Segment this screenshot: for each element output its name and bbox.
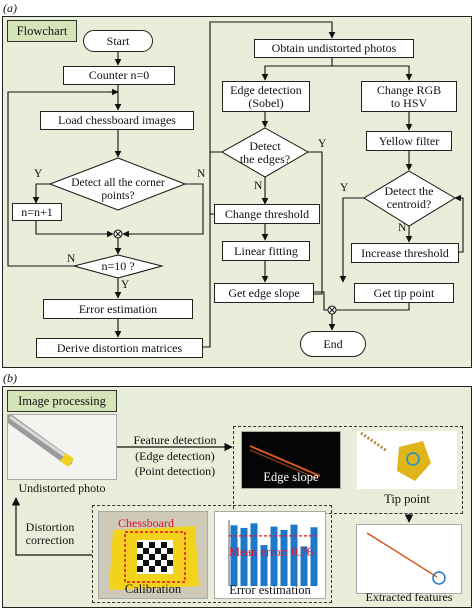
panel-b-arrows bbox=[0, 0, 474, 610]
